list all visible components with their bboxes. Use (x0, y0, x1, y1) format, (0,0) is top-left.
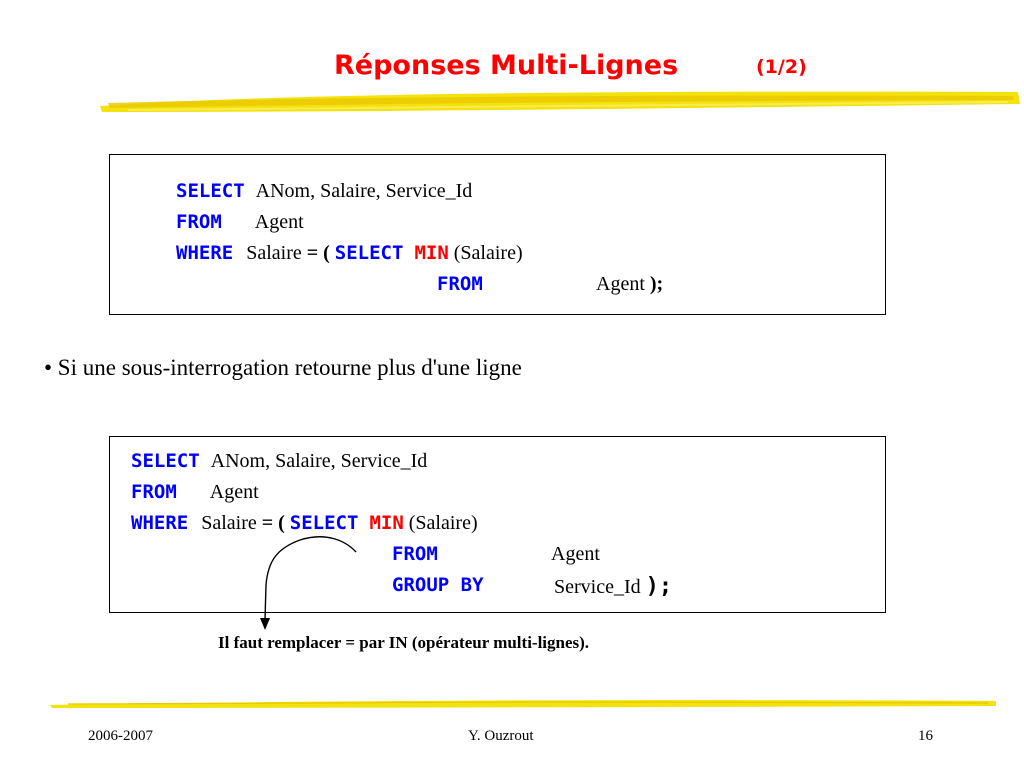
footer-author: Y. Ouzrout (468, 728, 534, 744)
query1-line-1: SELECT ANom, Salaire, Service_Id (176, 180, 472, 203)
keyword-subselect: SELECT (334, 242, 404, 264)
subfrom-table: Agent (596, 273, 645, 295)
query2-end: ); (645, 574, 673, 599)
footer-page-number: 16 (918, 728, 933, 744)
select-columns: ANom, Salaire, Service_Id (210, 450, 428, 472)
query1-line-2: FROM Agent (176, 211, 304, 234)
group-by-column: Service_Id (554, 576, 641, 598)
keyword-group-by: GROUP BY (392, 574, 484, 596)
min-argument: (Salaire) (453, 242, 523, 264)
bullet-text: • Si une sous-interrogation retourne plu… (44, 355, 522, 380)
where-operator: = ( (261, 512, 285, 534)
keyword-from: FROM (176, 211, 222, 233)
note-text: Il faut remplacer = par IN (opérateur mu… (218, 633, 590, 652)
from-table: Agent (209, 481, 259, 503)
from-table: Agent (254, 211, 304, 233)
keyword-subselect: SELECT (289, 512, 359, 534)
keyword-select: SELECT (131, 450, 200, 472)
where-column: Salaire (246, 242, 307, 264)
where-operator: = ( (306, 242, 330, 264)
slide-title: Réponses Multi-Lignes (334, 50, 679, 81)
query2-line-3: WHERE Salaire = ( SELECT MIN (Salaire) (131, 512, 478, 535)
bottom-brush-decoration (50, 700, 996, 708)
keyword-from: FROM (131, 481, 177, 503)
query1-end: ); (649, 273, 664, 295)
query2-line-5-col: Service_Id ); (554, 574, 672, 599)
min-argument: (Salaire) (408, 512, 478, 534)
query2-line-4-table: Agent (551, 543, 600, 566)
query2-line-1: SELECT ANom, Salaire, Service_Id (131, 450, 427, 473)
keyword-subfrom: FROM (392, 543, 438, 565)
query1-line-3: WHERE Salaire = ( SELECT MIN (Salaire) (176, 242, 523, 265)
keyword-where: WHERE (131, 512, 189, 534)
query1-line-4-table: Agent ); (596, 273, 663, 296)
keyword-min: MIN (414, 242, 449, 264)
query2-line-2: FROM Agent (131, 481, 259, 504)
top-brush-decoration (100, 91, 1020, 112)
query2-line-4: FROM (392, 543, 438, 566)
select-columns: ANom, Salaire, Service_Id (255, 180, 473, 202)
where-column: Salaire (201, 512, 262, 534)
query-box-2 (109, 436, 886, 613)
query-box-1 (109, 154, 886, 315)
keyword-subfrom: FROM (437, 273, 483, 295)
query2-line-5: GROUP BY (392, 574, 484, 597)
keyword-where: WHERE (176, 242, 234, 264)
slide-title-number: (1/2) (756, 56, 807, 78)
query1-line-4: FROM (437, 273, 483, 296)
footer-date: 2006-2007 (88, 728, 153, 744)
keyword-select: SELECT (176, 180, 245, 202)
subfrom-table: Agent (551, 543, 600, 565)
keyword-min: MIN (369, 512, 404, 534)
